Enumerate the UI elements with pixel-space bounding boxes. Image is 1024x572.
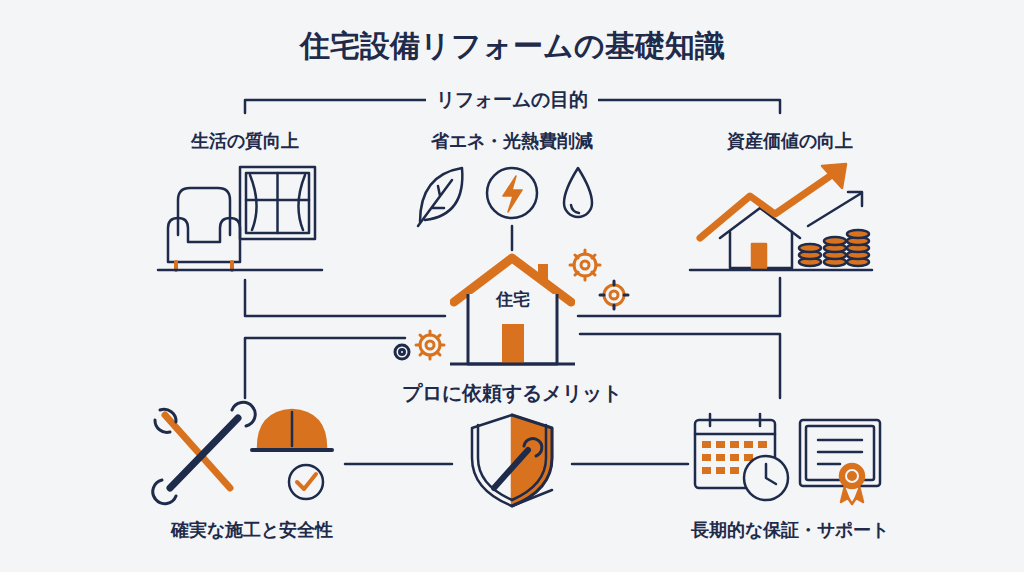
asset-icon bbox=[690, 164, 872, 270]
armchair-icon bbox=[168, 188, 240, 270]
shield-icon bbox=[472, 415, 552, 506]
bracket-line bbox=[578, 278, 780, 316]
node-text: 住宅 bbox=[450, 288, 575, 311]
wrench-icon bbox=[153, 402, 255, 503]
bracket-line bbox=[572, 463, 688, 466]
floor-line bbox=[158, 269, 322, 272]
bracket-label: リフォームの目的 bbox=[426, 87, 598, 113]
house-node: 住宅 bbox=[450, 252, 575, 367]
text-label: 長期的な保証・サポート bbox=[691, 518, 889, 542]
energy-icon bbox=[487, 168, 537, 218]
house-outline bbox=[450, 252, 575, 367]
bracket-line bbox=[245, 280, 445, 316]
leaf-icon bbox=[418, 168, 462, 226]
check-icon bbox=[289, 465, 323, 499]
helmet-icon bbox=[252, 410, 332, 450]
bracket-line bbox=[345, 463, 452, 466]
bracket-line bbox=[511, 226, 514, 250]
text-label: 生活の質向上 bbox=[191, 129, 299, 153]
text-label: 確実な施工と安全性 bbox=[171, 518, 333, 542]
text-label: プロに依頼するメリット bbox=[402, 380, 622, 407]
bracket-line bbox=[245, 338, 405, 398]
window-icon bbox=[240, 167, 315, 239]
text-label: 資産価値の向上 bbox=[727, 129, 853, 153]
text-label: 省エネ・光熱費削減 bbox=[431, 129, 593, 153]
clock-icon bbox=[744, 456, 788, 500]
drop-icon bbox=[564, 168, 592, 217]
certificate-icon bbox=[800, 420, 880, 504]
diagram-title: 住宅設備リフォームの基礎知識 bbox=[300, 26, 725, 67]
